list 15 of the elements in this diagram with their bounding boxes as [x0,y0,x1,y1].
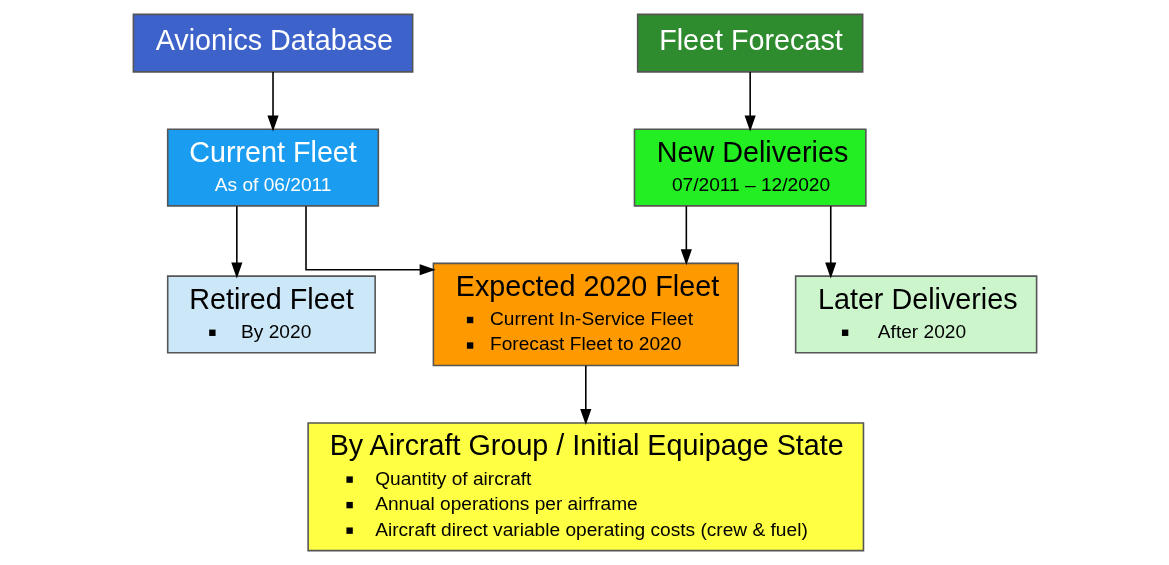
arrow [230,205,242,279]
node-box: Expected 2020 Fleet Current In-Service Fleet Forecast Fleet to 2020 [432,262,739,367]
node-box: Current Fleet As of 06/2011 [166,128,379,207]
arrow [744,71,756,132]
node-box: Avionics Database [132,13,413,73]
arrow [304,205,436,276]
node-box: New Deliveries 07/2011 – 12/2020 [633,128,867,207]
arrow [579,364,591,425]
arrow [680,205,692,266]
arrow [266,71,279,132]
node-box: Fleet Forecast [636,13,863,73]
node-box: Later Deliveries After 2020 [794,275,1037,354]
arrow [824,205,836,279]
node-box: By Aircraft Group / Initial Equipage State Quantity of aircraft Annual operations per airframe Aircraft direct variable operating costs (crew & fuel) [306,422,864,552]
node-box: Retired Fleet By 2020 [166,275,376,354]
